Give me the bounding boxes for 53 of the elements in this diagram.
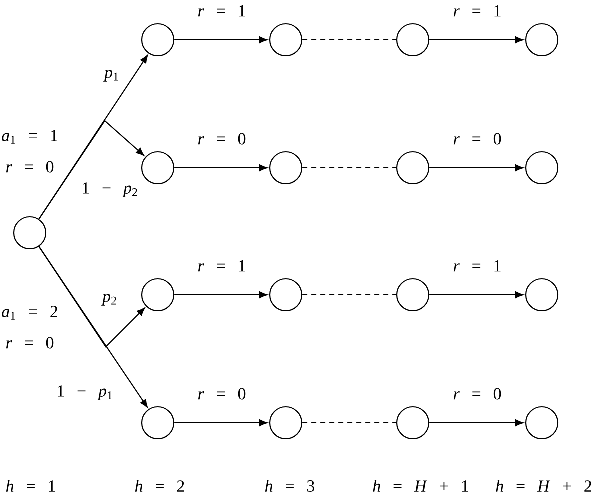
- arrow: [38, 246, 148, 408]
- reward-label: r = 0: [6, 161, 54, 173]
- edge-label: p$_{1}$: [104, 70, 118, 82]
- arrow: [174, 420, 268, 426]
- state-circle: [396, 23, 430, 57]
- edge-label: r = 0: [198, 388, 246, 400]
- arrow: [38, 246, 146, 348]
- edge-label: 1 − p$_{2}$: [83, 182, 138, 198]
- state-circle: [269, 151, 303, 185]
- edge-label: r = 0: [454, 133, 502, 145]
- state-circle: [525, 23, 559, 57]
- arrow: [174, 36, 268, 44]
- state-circle: [269, 278, 303, 312]
- edge-label: r = 0: [454, 388, 502, 400]
- step-label: h = 1: [6, 480, 56, 492]
- dashed-line: [302, 422, 396, 424]
- action-label: a$_{1}$ = 1: [2, 130, 58, 144]
- arrow: [430, 36, 524, 44]
- edge-label: r = 1: [454, 5, 501, 17]
- state-circle: [141, 151, 175, 185]
- state-circle: [396, 406, 430, 440]
- dashed-line: [302, 294, 396, 296]
- edge-label: r = 1: [198, 260, 246, 272]
- reward-label: r = 0: [6, 337, 54, 349]
- state-circle: [525, 151, 559, 185]
- state-circle: [141, 23, 175, 57]
- step-label: h = 3: [265, 480, 315, 492]
- edge-label: r = 1: [198, 5, 246, 17]
- arrow: [38, 120, 144, 220]
- state-circle: [141, 406, 175, 440]
- arrow: [430, 164, 524, 172]
- state-circle: [141, 278, 175, 312]
- step-label: h = H + 1: [373, 480, 468, 492]
- action-label: a$_{1}$ = 2: [2, 306, 58, 320]
- edge-label: r = 0: [198, 133, 246, 145]
- state-circle: [269, 23, 303, 57]
- edge-label: r = 1: [454, 260, 501, 272]
- edge-label: p$_{2}$: [102, 294, 116, 306]
- arrow: [430, 292, 524, 298]
- step-label: h = H + 2: [496, 480, 592, 492]
- edge-label: 1 − p$_{1}$: [58, 386, 112, 400]
- state-circle: [269, 406, 303, 440]
- state-circle: [396, 278, 430, 312]
- arrow: [174, 164, 268, 172]
- step-label: h = 2: [135, 480, 184, 492]
- dashed-line: [302, 167, 396, 169]
- arrow: [174, 292, 268, 298]
- dashed-line: [302, 39, 396, 41]
- arrow: [430, 420, 524, 426]
- state-circle: [525, 278, 559, 312]
- state-circle: [396, 151, 430, 185]
- state-circle: [13, 216, 47, 250]
- state-circle: [525, 406, 559, 440]
